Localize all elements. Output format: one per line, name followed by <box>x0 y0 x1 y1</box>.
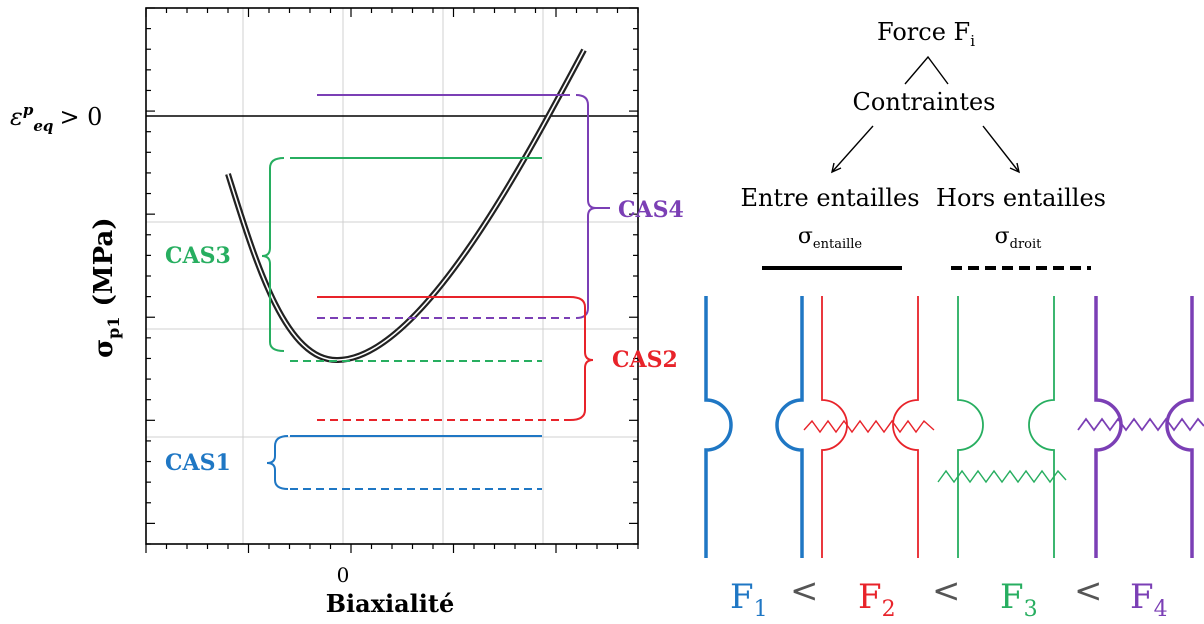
cas2-group <box>317 296 594 421</box>
cas1-bracket <box>266 435 289 490</box>
crack-f4 <box>1077 417 1204 432</box>
lt-3: < <box>1074 571 1103 611</box>
specimens <box>704 296 1204 558</box>
lt-2: < <box>932 571 961 611</box>
tree-right-title: Hors entailles <box>936 184 1106 212</box>
tree-left-sigma: σentaille <box>798 224 863 252</box>
specimen-f2 <box>803 296 935 558</box>
cas2-bracket <box>569 296 594 421</box>
plot-area: CAS4 CAS3 CAS2 CAS1 εpeq> 0 σp1(MPa) 0 B… <box>10 7 684 618</box>
tree-left-title: Entre entailles <box>740 184 919 212</box>
y-axis-label: σp1(MPa) <box>89 217 123 358</box>
force-f3: F3 <box>1000 577 1038 622</box>
cas3-group <box>261 157 542 362</box>
lt-1: < <box>790 571 819 611</box>
specimen-f1 <box>704 296 804 558</box>
force-order: F1 < F2 < F3 < F4 <box>730 571 1168 622</box>
cas4-group <box>317 94 610 319</box>
tree-arrows <box>831 125 1020 174</box>
crack-f2 <box>803 419 935 434</box>
cas1-label: CAS1 <box>165 450 231 476</box>
cas2-label: CAS2 <box>612 347 678 373</box>
y-ticks <box>146 7 638 545</box>
x-ticks <box>145 8 639 553</box>
tree-root-branches <box>904 55 949 85</box>
cas3-bracket <box>261 157 285 352</box>
cas3-label: CAS3 <box>165 243 231 269</box>
stress-curve <box>225 48 587 364</box>
tree-right-sigma: σdroit <box>995 224 1043 252</box>
threshold-label: εpeq> 0 <box>10 101 102 135</box>
cas4-label: CAS4 <box>618 197 684 223</box>
cas1-group <box>266 435 542 490</box>
specimen-f4 <box>1077 296 1204 558</box>
specimen-f3 <box>937 296 1067 558</box>
tree-root: Force Fi <box>877 18 975 50</box>
x-axis-label: Biaxialité <box>326 589 455 618</box>
force-f1: F1 <box>730 577 768 622</box>
cas4-bracket <box>575 94 597 319</box>
force-tree: Force Fi Contraintes Entre entailles Hor… <box>740 18 1106 270</box>
x-tick-zero: 0 <box>337 563 350 587</box>
force-f2: F2 <box>858 577 896 622</box>
crack-f3 <box>937 469 1067 484</box>
tree-middle: Contraintes <box>853 88 996 116</box>
force-f4: F4 <box>1130 577 1168 622</box>
plot-grid <box>146 8 638 544</box>
